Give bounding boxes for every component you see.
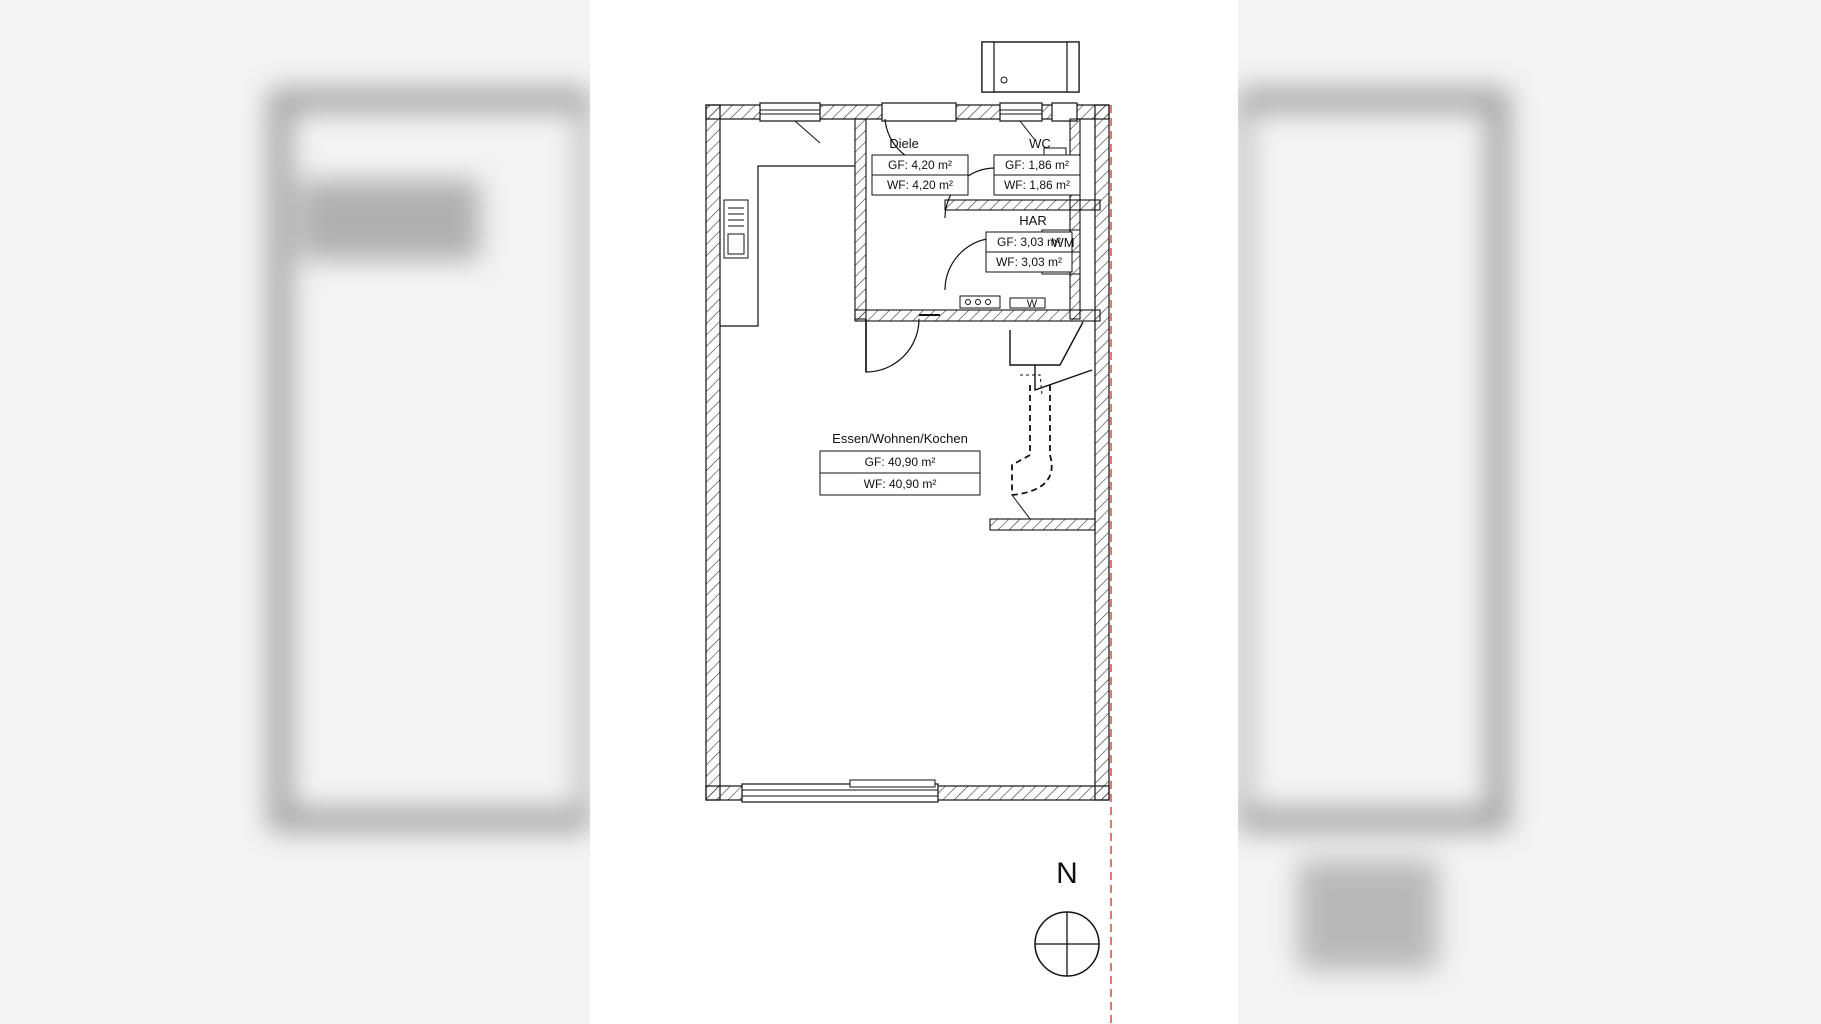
area-wf-main: WF: 40,90 m²	[864, 477, 937, 491]
floor-plan: Diele GF: 4,20 m² WF: 4,20 m² WC GF: 1,8…	[705, 41, 1112, 1024]
room-name-wc: WC	[1029, 136, 1051, 151]
area-gf-diele: GF: 4,20 m²	[888, 158, 952, 172]
terrace-door	[741, 779, 939, 803]
kitchen-counter	[720, 165, 855, 327]
area-wf-har: WF: 3,03 m²	[996, 255, 1062, 269]
area-wf-diele: WF: 4,20 m²	[887, 178, 953, 192]
interior-walls	[854, 118, 1101, 531]
north-label: N	[1056, 857, 1078, 890]
top-windows	[759, 102, 1078, 144]
room-name-diele: Diele	[889, 136, 919, 151]
area-wf-wc: WF: 1,86 m²	[1004, 178, 1070, 192]
wm-small-label: W	[1027, 298, 1038, 310]
entrance-step	[981, 41, 1080, 93]
room-diele: Diele GF: 4,20 m² WF: 4,20 m²	[871, 136, 969, 196]
area-gf-har: GF: 3,03 m²	[997, 235, 1061, 249]
blurred-background-left	[0, 0, 590, 1024]
room-main: Essen/Wohnen/Kochen GF: 40,90 m² WF: 40,…	[819, 431, 981, 496]
room-name-har: HAR	[1019, 213, 1046, 228]
room-har: HAR GF: 3,03 m² WF: 3,03 m² WM W	[985, 213, 1075, 310]
area-gf-main: GF: 40,90 m²	[865, 455, 936, 469]
staircase	[1009, 321, 1093, 520]
area-gf-wc: GF: 1,86 m²	[1005, 158, 1069, 172]
blurred-background-right	[1238, 0, 1821, 1024]
washing-machine-label: WM	[1051, 235, 1074, 250]
blurred-plan-right	[1238, 89, 1509, 970]
room-wc: WC GF: 1,86 m² WF: 1,86 m²	[993, 136, 1081, 196]
north-arrow: N	[1034, 857, 1100, 977]
plan-area: Diele GF: 4,20 m² WF: 4,20 m² WC GF: 1,8…	[590, 0, 1238, 1024]
blurred-plan-left	[269, 89, 590, 831]
room-name-main: Essen/Wohnen/Kochen	[832, 431, 968, 446]
